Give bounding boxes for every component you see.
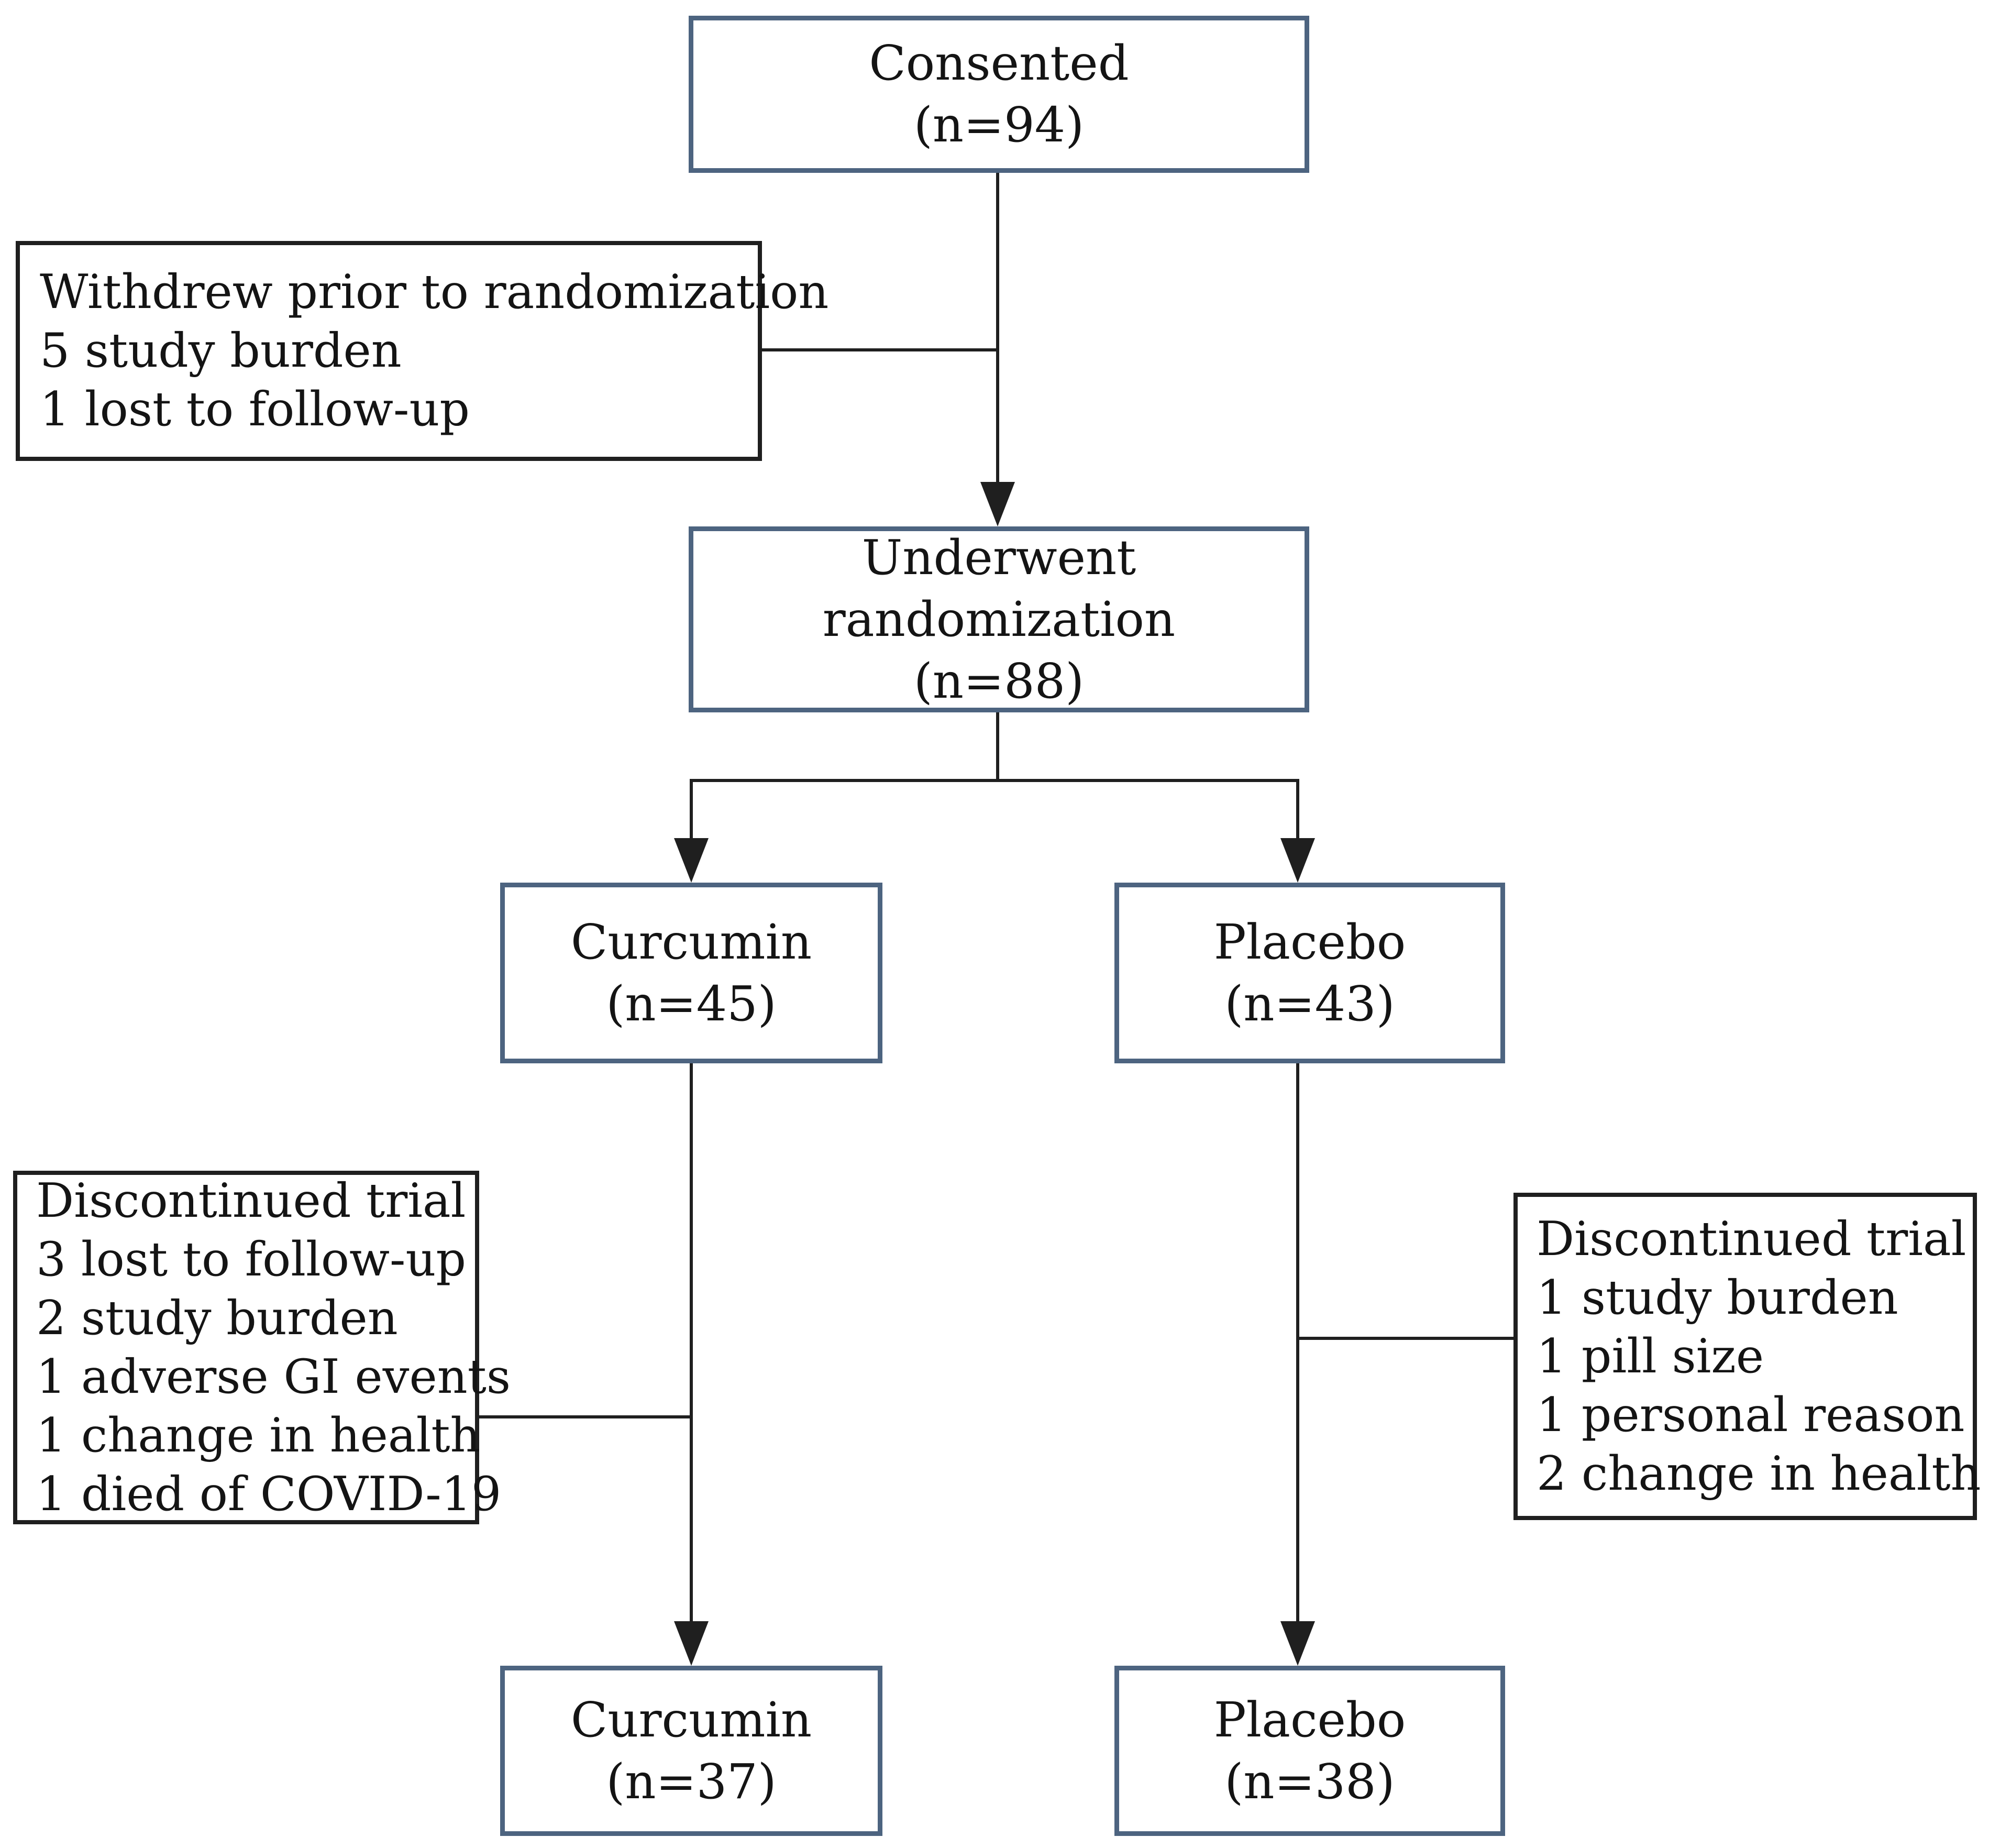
connector-curcumin-discontinued-stub [479, 1415, 693, 1418]
withdrew-reason-line: 5 study burden [40, 323, 402, 378]
node-underwent-label: Underwent randomization [822, 529, 1176, 647]
node-consented: Consented (n=94) [689, 16, 1309, 173]
connector-split-to-placebo [1296, 779, 1299, 841]
node-placebo-completed-count: (n=38) [1224, 1753, 1395, 1810]
arrow-down-randomization-icon [980, 482, 1015, 526]
placebo-discontinued-line: 2 change in health [1537, 1446, 1981, 1501]
withdrew-reason-line: Withdrew prior to randomization [40, 265, 829, 320]
arrow-down-curcumin-completed-icon [674, 1621, 709, 1666]
arrow-down-placebo-icon [1280, 838, 1315, 883]
placebo-discontinued-line: 1 personal reason [1537, 1387, 1965, 1443]
node-placebo-completed-label: Placebo [1213, 1691, 1406, 1748]
node-curcumin-completed: Curcumin (n=37) [500, 1666, 882, 1836]
node-curcumin-randomized-count: (n=45) [606, 975, 777, 1032]
connector-withdrew-stub [762, 348, 999, 351]
arrow-down-curcumin-icon [674, 838, 709, 883]
node-placebo-discontinued: Discontinued trial 1 study burden 1 pill… [1513, 1193, 1981, 1520]
curcumin-discontinued-line: 2 study burden [36, 1290, 398, 1346]
connector-curcumin-to-completed [690, 1063, 693, 1624]
connector-placebo-discontinued-stub [1298, 1337, 1513, 1340]
curcumin-discontinued-line: 3 lost to follow-up [36, 1231, 467, 1287]
arrow-down-placebo-completed-icon [1280, 1621, 1315, 1666]
node-curcumin-randomized-label: Curcumin [570, 914, 812, 970]
withdrew-reason-line: 1 lost to follow-up [40, 382, 470, 437]
node-placebo-randomized-count: (n=43) [1224, 975, 1395, 1032]
placebo-discontinued-line: 1 pill size [1537, 1328, 1764, 1384]
connector-consented-to-randomization [996, 173, 999, 485]
node-underwent-count: (n=88) [913, 653, 1085, 709]
node-placebo-randomized-label: Placebo [1213, 914, 1406, 970]
node-underwent-randomization: Underwent randomization (n=88) [689, 526, 1309, 712]
connector-randomization-to-split [996, 712, 999, 782]
placebo-discontinued-line: Discontinued trial [1537, 1211, 1966, 1267]
node-placebo-completed: Placebo (n=38) [1114, 1666, 1505, 1836]
node-curcumin-randomized: Curcumin (n=45) [500, 883, 882, 1063]
connector-split-bar [690, 779, 1299, 782]
node-placebo-randomized: Placebo (n=43) [1114, 883, 1505, 1063]
node-withdrew-prior: Withdrew prior to randomization 5 study … [16, 241, 828, 461]
curcumin-discontinued-line: 1 adverse GI events [36, 1349, 511, 1404]
curcumin-discontinued-line: 1 change in health [36, 1407, 481, 1463]
curcumin-discontinued-line: 1 died of COVID-19 [36, 1466, 502, 1522]
curcumin-discontinued-line: Discontinued trial [36, 1173, 466, 1228]
connector-split-to-curcumin [690, 779, 693, 841]
placebo-discontinued-line: 1 study burden [1537, 1270, 1898, 1325]
node-curcumin-completed-label: Curcumin [570, 1691, 812, 1748]
node-consented-count: (n=94) [913, 97, 1085, 153]
node-curcumin-discontinued: Discontinued trial 3 lost to follow-up 2… [13, 1171, 511, 1524]
node-consented-label: Consented [869, 35, 1129, 91]
node-curcumin-completed-count: (n=37) [606, 1753, 777, 1810]
connector-placebo-to-completed [1296, 1063, 1299, 1624]
